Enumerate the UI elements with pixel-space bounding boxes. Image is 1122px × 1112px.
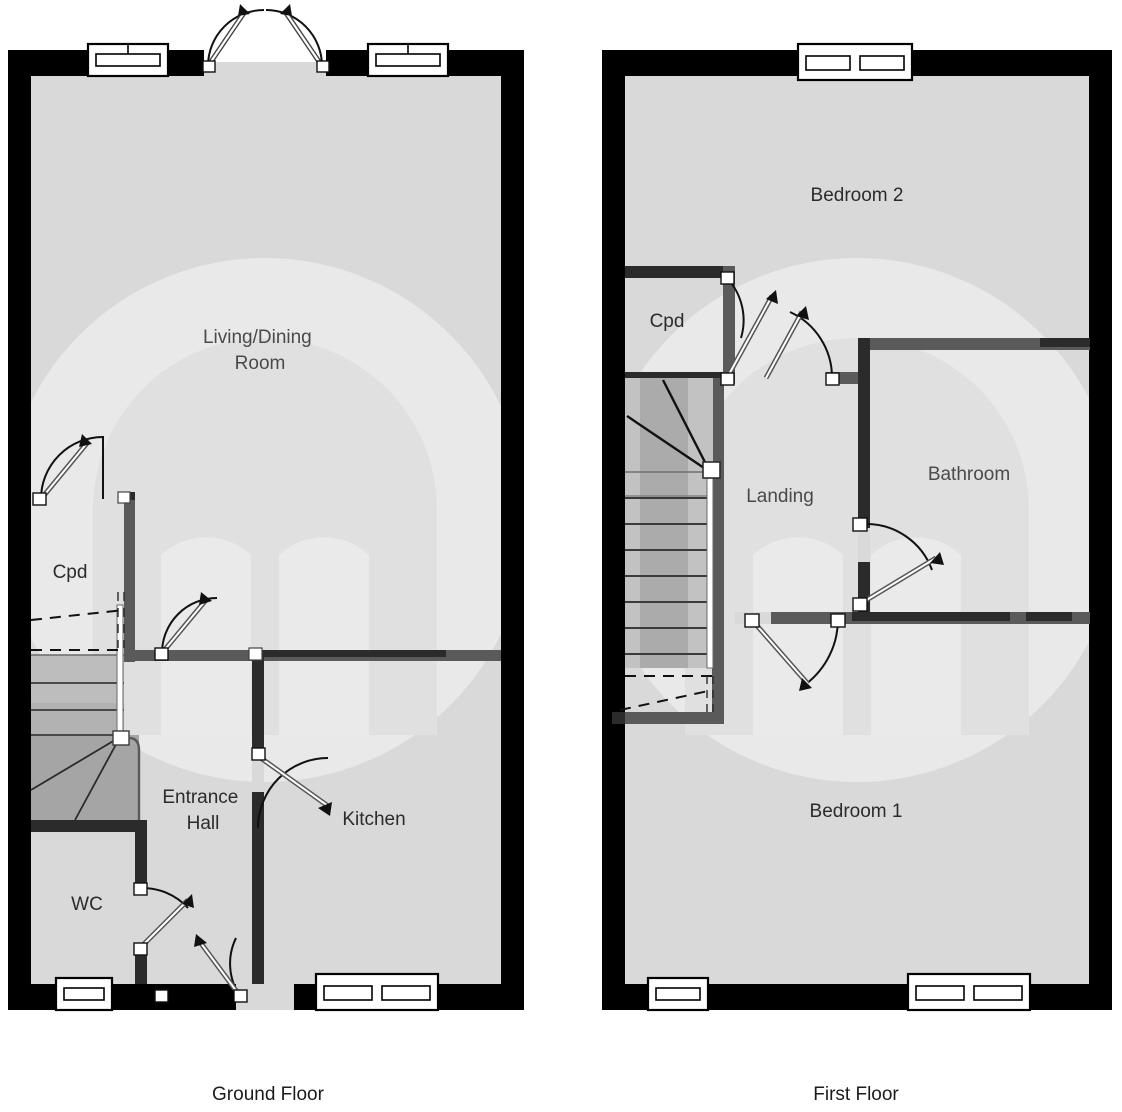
room-label-landing: Landing xyxy=(746,486,814,507)
ground-interior-walls xyxy=(31,492,501,984)
floor-caption-ground: Ground Floor xyxy=(212,1084,325,1105)
ground-room-labels: Living/Dining Room Cpd Entrance Hall Kit… xyxy=(53,327,406,915)
window-bedroom1-left xyxy=(646,976,710,1012)
door-cpd-first xyxy=(720,271,778,386)
room-label-bedroom-2: Bedroom 2 xyxy=(811,185,904,206)
first-floor-plan: Bedroom 2 Cpd Landing Bathroom Bedroom 1 xyxy=(602,42,1112,1012)
ground-doors xyxy=(32,4,332,1003)
first-staircase xyxy=(619,378,721,712)
first-room-labels: Bedroom 2 Cpd Landing Bathroom Bedroom 1 xyxy=(650,185,1011,822)
door-living-room xyxy=(154,592,263,661)
ground-windows xyxy=(54,42,450,1012)
door-cpd-ground xyxy=(32,434,131,506)
room-label-cpd-first: Cpd xyxy=(650,311,685,332)
window-living-left xyxy=(86,42,170,78)
first-doors xyxy=(720,271,944,691)
door-french-left xyxy=(202,4,265,73)
room-label-entrance-hall: Entrance Hall xyxy=(162,787,243,834)
room-label-bathroom: Bathroom xyxy=(928,464,1010,485)
door-french-right xyxy=(265,4,330,73)
window-bedroom1-right xyxy=(906,972,1032,1012)
room-label-wc: WC xyxy=(71,894,103,915)
room-label-bedroom-1: Bedroom 1 xyxy=(810,801,903,822)
door-wc xyxy=(133,882,194,956)
window-wc xyxy=(54,976,114,1012)
ground-floor-plan: Living/Dining Room Cpd Entrance Hall Kit… xyxy=(8,4,524,1012)
door-kitchen xyxy=(251,747,332,829)
ground-staircase xyxy=(30,592,141,821)
first-windows xyxy=(646,42,1032,1012)
pier-right xyxy=(326,50,342,76)
door-bedroom1 xyxy=(744,613,846,691)
room-label-living-dining: Living/Dining Room xyxy=(203,327,317,374)
floor-caption-first: First Floor xyxy=(813,1084,899,1105)
window-living-right xyxy=(366,42,450,78)
door-bathroom xyxy=(852,517,944,612)
door-bedroom2 xyxy=(763,306,840,386)
window-kitchen xyxy=(314,972,440,1012)
window-bedroom2 xyxy=(796,42,914,82)
room-label-kitchen: Kitchen xyxy=(342,809,405,830)
pier-left xyxy=(182,50,204,76)
french-door-threshold xyxy=(204,62,326,76)
room-label-cpd-ground: Cpd xyxy=(53,562,88,583)
door-front xyxy=(154,934,248,1003)
